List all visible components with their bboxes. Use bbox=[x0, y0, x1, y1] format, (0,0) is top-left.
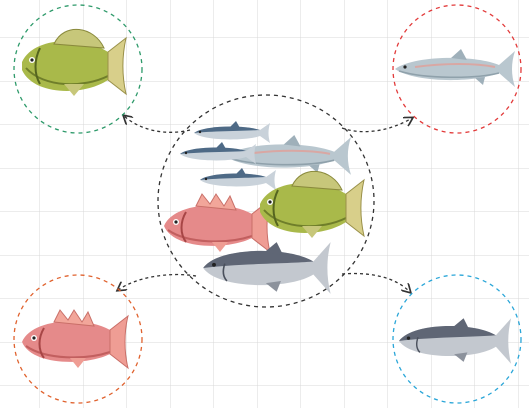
arrow-to-salmon bbox=[341, 118, 412, 133]
arrow-to-tuna bbox=[341, 272, 410, 292]
tuna-category-ring bbox=[392, 274, 522, 404]
carp-category-ring bbox=[13, 4, 143, 134]
arrow-to-snapper bbox=[118, 273, 197, 290]
center-group-ring bbox=[157, 94, 375, 308]
snapper-category-ring bbox=[13, 274, 143, 404]
salmon-category-ring bbox=[392, 4, 522, 134]
arrow-to-carp bbox=[124, 116, 191, 133]
